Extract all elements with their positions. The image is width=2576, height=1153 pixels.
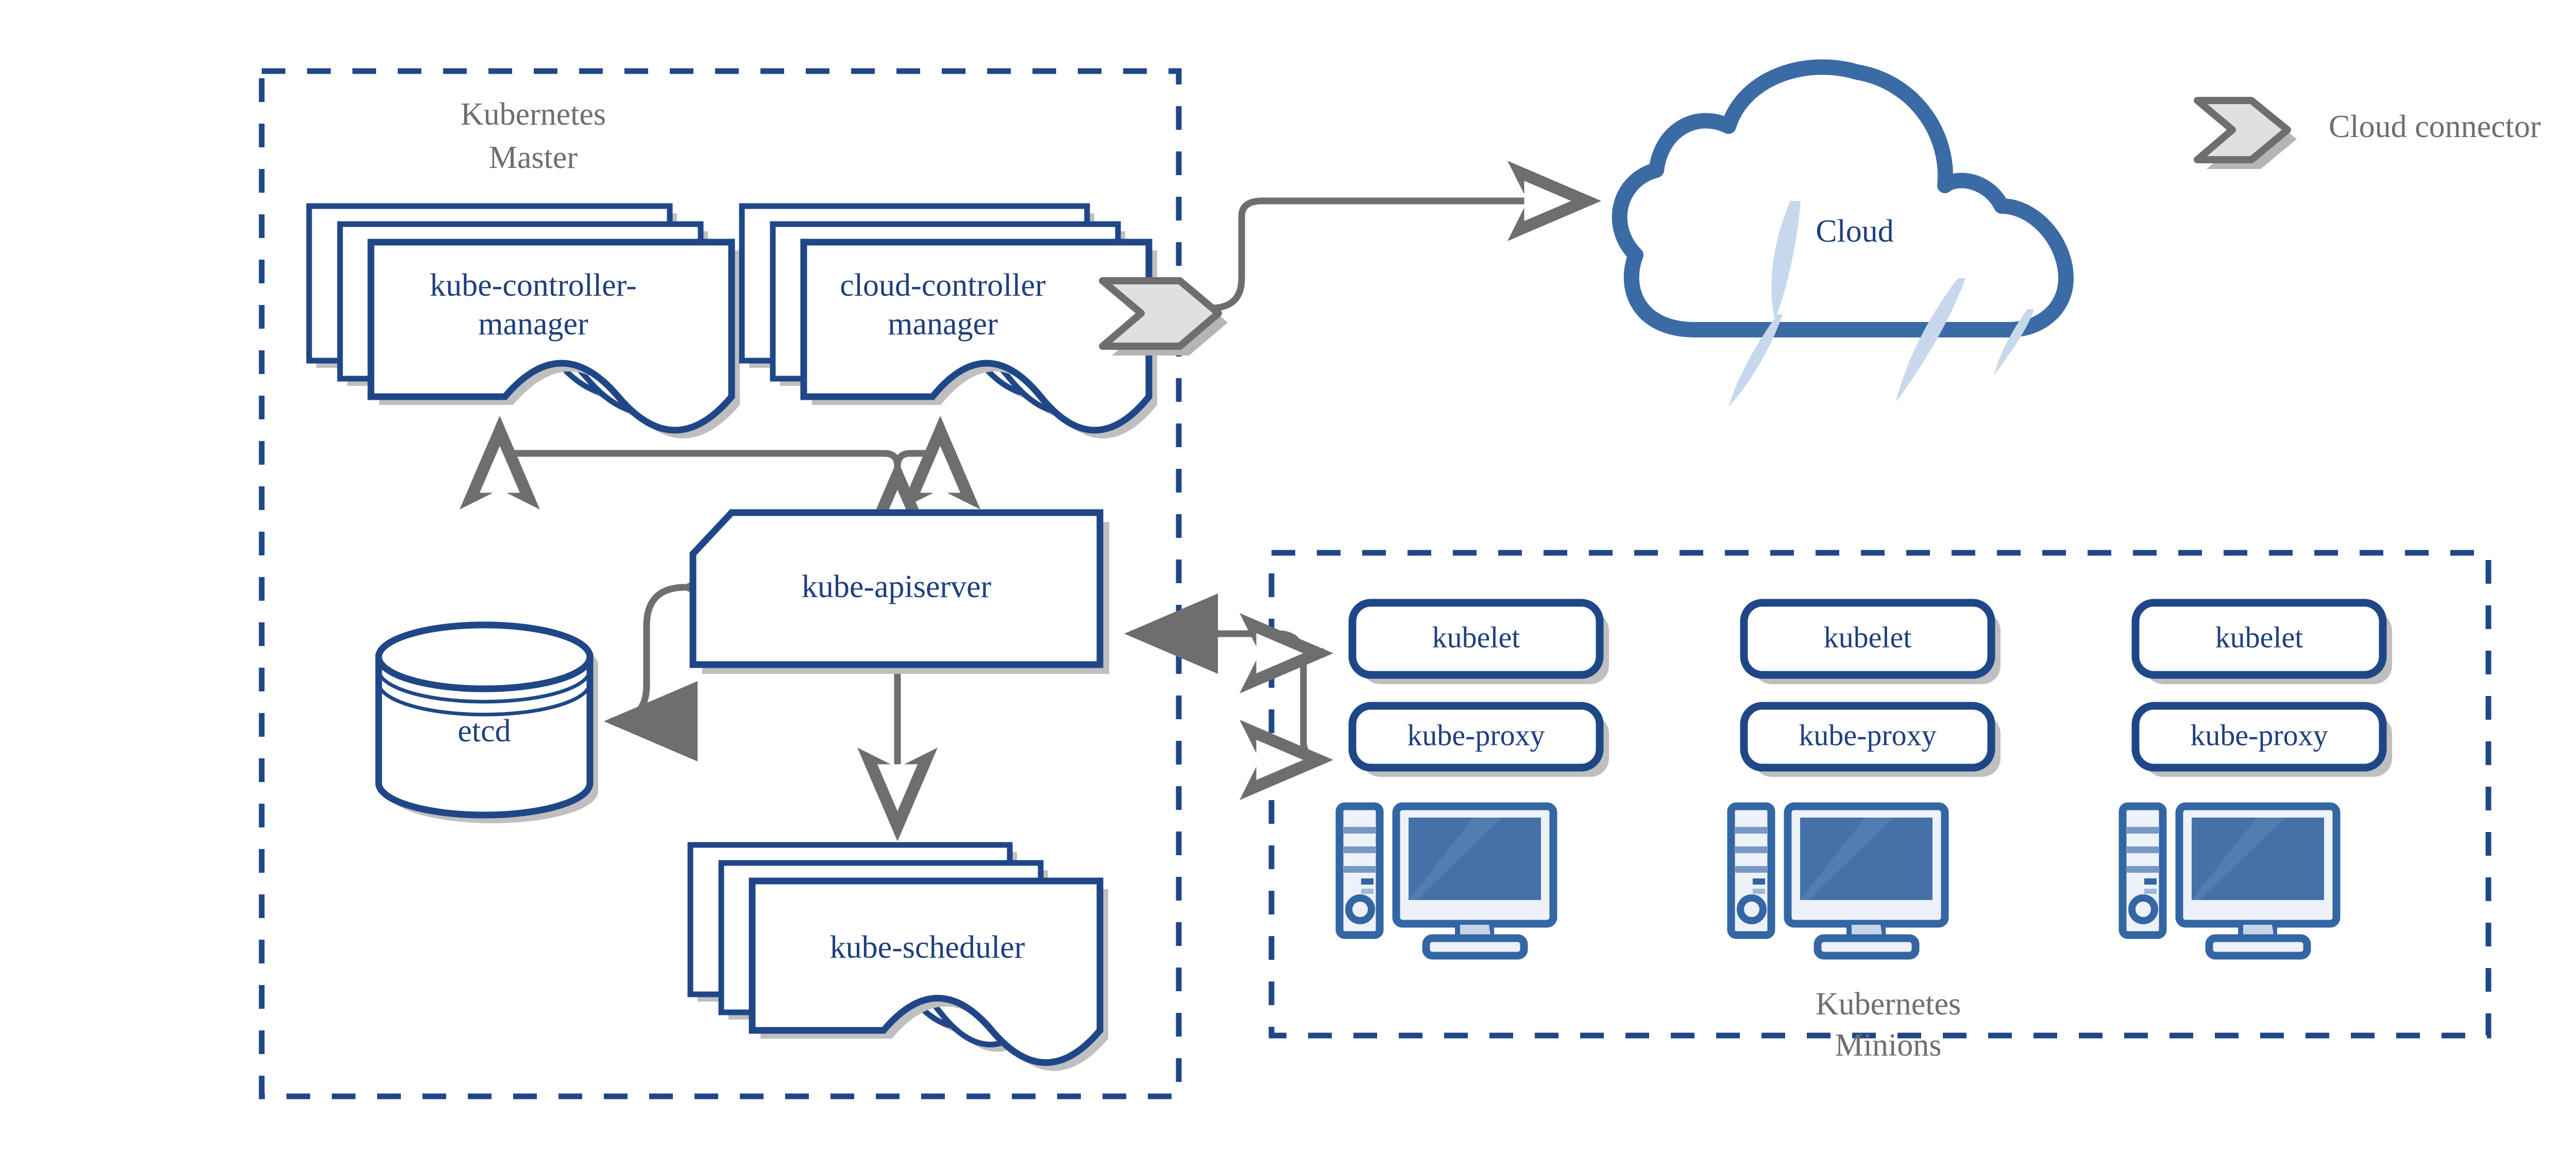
etcd-label: etcd: [457, 714, 511, 749]
computer-icon: [1727, 802, 1949, 960]
minion-3-kube-proxy-box[interactable]: [2131, 702, 2387, 772]
connector-apiserver-to-cloud-controller-manager: [894, 416, 980, 510]
minion-1-kubelet-box[interactable]: [1348, 599, 1604, 679]
legend-cloud-connector-label: Cloud connector: [2329, 109, 2541, 144]
etcd-top-ellipse: [375, 621, 594, 692]
minion-2-kubelet-label: kubelet: [1824, 620, 1912, 654]
node-etcd[interactable]: etcd: [375, 621, 598, 823]
kube-apiserver-label: kube-apiserver: [802, 569, 992, 604]
master-group-label-line2: Master: [489, 140, 578, 175]
connector-apiserver-etcd: [604, 547, 773, 761]
cloud-highlight-2: [1728, 314, 1783, 407]
cloud-controller-manager-label-line1: cloud-controller: [840, 268, 1046, 303]
connector-cloud-controller-manager-to-cloud: [1210, 161, 1601, 312]
minions-group-label-line1: Kubernetes: [1816, 987, 1961, 1022]
minion-1-kube-proxy-box[interactable]: [1348, 702, 1604, 772]
minions-group-border: [1268, 550, 2492, 1039]
cloud-controller-manager-label-line2: manager: [888, 307, 998, 342]
computer-icon: [1335, 802, 1557, 960]
cloud-connector-icon-inline[interactable]: [1099, 277, 1228, 355]
minion-1-kubelet-label: kubelet: [1432, 620, 1520, 654]
cloud-highlight-4: [1994, 309, 2034, 376]
master-group-label-line1: Kubernetes: [461, 97, 606, 132]
cloud-label: Cloud: [1816, 214, 1894, 249]
node-cloud[interactable]: Cloud: [1612, 59, 2074, 407]
connector-apiserver-to-kube-proxy: [1131, 630, 1333, 800]
master-group-border: [259, 68, 1182, 1099]
cloud-highlight-1: [1771, 201, 1801, 319]
minion-2-kube-proxy-box[interactable]: [1740, 702, 1995, 772]
minion-3-kubelet-box[interactable]: [2131, 599, 2387, 679]
computer-icon: [2119, 802, 2341, 960]
apiserver-shape: [689, 509, 1104, 668]
doc-sheet-front: [800, 239, 1153, 434]
minion-3-kubelet-label: kubelet: [2215, 620, 2303, 654]
chevron-connector-icon: [1099, 277, 1222, 350]
node-cloud-controller-manager[interactable]: cloud-controller manager: [739, 203, 1157, 438]
chevron-connector-icon: [2194, 97, 2291, 163]
doc-sheet-front: [367, 239, 735, 434]
legend-item-cloud-connector[interactable]: Cloud connector: [2194, 97, 2541, 169]
kube-controller-manager-label-line1: kube-controller-: [430, 268, 637, 303]
group-kubernetes-minions: Kubernetes Minions: [1268, 550, 2492, 1063]
minion-1-kube-proxy-label: kube-proxy: [1407, 718, 1545, 752]
node-kube-controller-manager[interactable]: kube-controller- manager: [306, 203, 740, 438]
cloud-icon: [1612, 59, 2074, 337]
minion-3-kube-proxy-label: kube-proxy: [2190, 718, 2328, 752]
minion-2-kubelet-box[interactable]: [1740, 599, 1995, 679]
minion-2-kube-proxy-label: kube-proxy: [1799, 718, 1936, 752]
node-kube-scheduler[interactable]: kube-scheduler: [687, 842, 1108, 1071]
legend: Cloud connector: [2194, 97, 2541, 169]
cloud-highlight-3: [1896, 278, 1965, 402]
minion-node-1[interactable]: kubelet kube-proxy: [1335, 599, 1609, 960]
minion-node-3[interactable]: kubelet kube-proxy: [2119, 599, 2392, 960]
minion-node-2[interactable]: kubelet kube-proxy: [1727, 599, 2001, 960]
kube-scheduler-label: kube-scheduler: [830, 930, 1025, 965]
kube-controller-manager-label-line2: manager: [478, 307, 588, 342]
minions-group-label-line2: Minions: [1835, 1028, 1942, 1063]
etcd-ring-1: [377, 669, 592, 704]
etcd-ring-2: [377, 682, 592, 717]
connector-lines: [460, 161, 1601, 841]
doc-sheet-front: [749, 877, 1104, 1066]
node-kube-apiserver[interactable]: kube-apiserver: [689, 509, 1109, 674]
group-kubernetes-master: Kubernetes Master: [259, 68, 1182, 1099]
